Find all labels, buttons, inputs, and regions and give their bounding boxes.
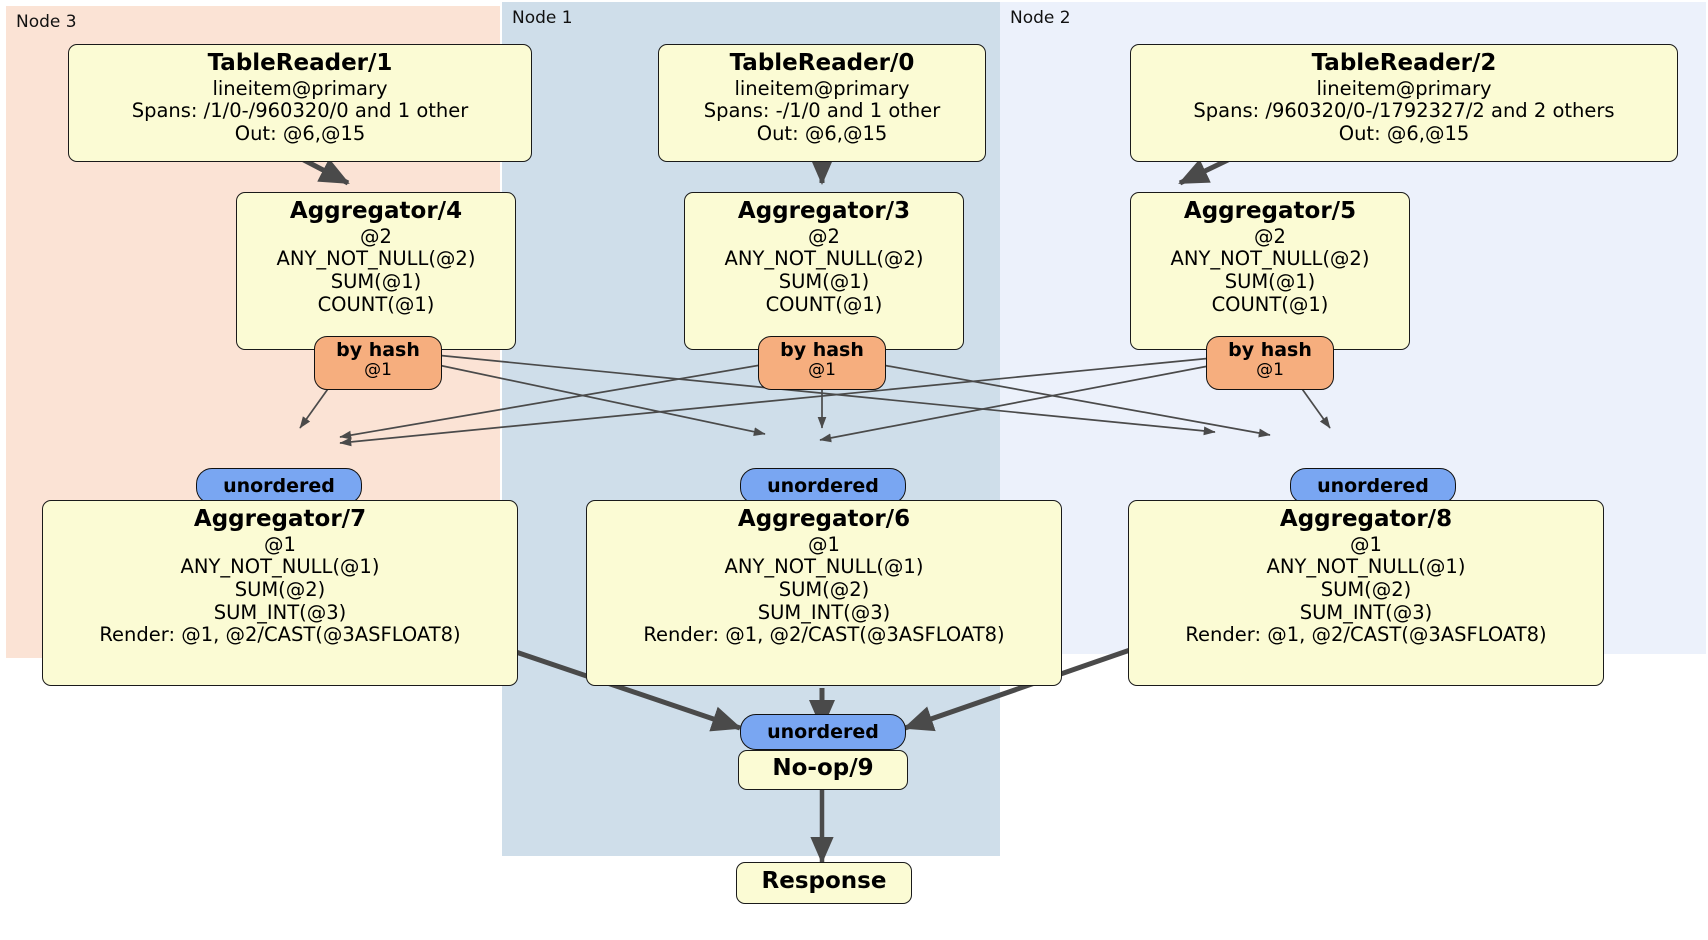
processor-title: Aggregator/8 (1279, 506, 1453, 532)
processor-detail-line: Out: @6,@15 (756, 121, 888, 145)
processor-detail-line: @1 (808, 532, 840, 556)
processor-detail-line: COUNT(@1) (765, 292, 883, 316)
processor-detail-line: SUM(@1) (330, 269, 422, 293)
processor-aggregator-5[interactable]: Aggregator/5 @2 ANY_NOT_NULL(@2) SUM(@1)… (1130, 192, 1410, 350)
processor-detail-line: @2 (1254, 224, 1286, 248)
processor-detail-line: ANY_NOT_NULL(@2) (276, 247, 476, 271)
router-by-hash-node1[interactable]: by hash @1 (758, 336, 886, 390)
synchronizer-unordered-final[interactable]: unordered (740, 714, 906, 750)
processor-aggregator-8[interactable]: Aggregator/8 @1 ANY_NOT_NULL(@1) SUM(@2)… (1128, 500, 1604, 686)
processor-detail-line: Spans: -/1/0 and 1 other (703, 99, 941, 123)
processor-detail-line: ANY_NOT_NULL(@1) (724, 555, 924, 579)
processor-detail-line: SUM(@2) (778, 577, 870, 601)
processor-aggregator-3[interactable]: Aggregator/3 @2 ANY_NOT_NULL(@2) SUM(@1)… (684, 192, 964, 350)
processor-noop-9[interactable]: No-op/9 (738, 750, 908, 790)
router-kind-label: by hash (780, 339, 864, 361)
processor-aggregator-6[interactable]: Aggregator/6 @1 ANY_NOT_NULL(@1) SUM(@2)… (586, 500, 1062, 686)
processor-detail-line: SUM(@2) (234, 577, 326, 601)
processor-detail-line: Out: @6,@15 (234, 121, 366, 145)
processor-detail-line: SUM_INT(@3) (757, 600, 891, 624)
node-region-label-node1: Node 1 (512, 8, 573, 28)
processor-title: Aggregator/5 (1183, 198, 1357, 224)
processor-detail-line: Spans: /960320/0-/1792327/2 and 2 others (1193, 99, 1615, 123)
processor-response[interactable]: Response (736, 862, 912, 904)
node-region-label-node3: Node 3 (16, 12, 77, 32)
processor-render-line: Render: @1, @2/CAST(@3ASFLOAT8) (1185, 623, 1547, 647)
processor-detail-line: COUNT(@1) (1211, 292, 1329, 316)
router-kind-label: by hash (336, 339, 420, 361)
router-column-label: @1 (1256, 360, 1284, 381)
processor-tablereader-0[interactable]: TableReader/0 lineitem@primary Spans: -/… (658, 44, 986, 162)
synchronizer-unordered-node1[interactable]: unordered (740, 468, 906, 504)
processor-title: Response (761, 868, 887, 894)
router-by-hash-node3[interactable]: by hash @1 (314, 336, 442, 390)
processor-aggregator-7[interactable]: Aggregator/7 @1 ANY_NOT_NULL(@1) SUM(@2)… (42, 500, 518, 686)
processor-detail-line: Out: @6,@15 (1338, 121, 1470, 145)
processor-detail-line: ANY_NOT_NULL(@2) (724, 247, 924, 271)
processor-detail-line: lineitem@primary (212, 76, 388, 100)
processor-title: Aggregator/3 (737, 198, 911, 224)
processor-detail-line: lineitem@primary (734, 76, 910, 100)
node-region-label-node2: Node 2 (1010, 8, 1071, 28)
processor-title: TableReader/1 (207, 50, 393, 76)
processor-title: Aggregator/6 (737, 506, 911, 532)
processor-title: TableReader/2 (1311, 50, 1497, 76)
processor-detail-line: SUM_INT(@3) (213, 600, 347, 624)
processor-detail-line: SUM(@2) (1320, 577, 1412, 601)
router-by-hash-node2[interactable]: by hash @1 (1206, 336, 1334, 390)
processor-tablereader-1[interactable]: TableReader/1 lineitem@primary Spans: /1… (68, 44, 532, 162)
processor-detail-line: ANY_NOT_NULL(@1) (180, 555, 380, 579)
processor-detail-line: ANY_NOT_NULL(@2) (1170, 247, 1370, 271)
processor-detail-line: @2 (360, 224, 392, 248)
processor-detail-line: SUM(@1) (1224, 269, 1316, 293)
processor-detail-line: SUM(@1) (778, 269, 870, 293)
processor-render-line: Render: @1, @2/CAST(@3ASFLOAT8) (643, 623, 1005, 647)
processor-detail-line: Spans: /1/0-/960320/0 and 1 other (131, 99, 469, 123)
synchronizer-unordered-node2[interactable]: unordered (1290, 468, 1456, 504)
processor-aggregator-4[interactable]: Aggregator/4 @2 ANY_NOT_NULL(@2) SUM(@1)… (236, 192, 516, 350)
router-column-label: @1 (808, 360, 836, 381)
processor-detail-line: @2 (808, 224, 840, 248)
processor-detail-line: ANY_NOT_NULL(@1) (1266, 555, 1466, 579)
processor-title: Aggregator/7 (193, 506, 367, 532)
synchronizer-unordered-node3[interactable]: unordered (196, 468, 362, 504)
processor-title: TableReader/0 (729, 50, 915, 76)
processor-title: Aggregator/4 (289, 198, 463, 224)
processor-title: No-op/9 (772, 755, 874, 781)
processor-detail-line: @1 (1350, 532, 1382, 556)
router-column-label: @1 (364, 360, 392, 381)
processor-detail-line: SUM_INT(@3) (1299, 600, 1433, 624)
processor-render-line: Render: @1, @2/CAST(@3ASFLOAT8) (99, 623, 461, 647)
processor-detail-line: COUNT(@1) (317, 292, 435, 316)
router-kind-label: by hash (1228, 339, 1312, 361)
processor-tablereader-2[interactable]: TableReader/2 lineitem@primary Spans: /9… (1130, 44, 1678, 162)
processor-detail-line: lineitem@primary (1316, 76, 1492, 100)
processor-detail-line: @1 (264, 532, 296, 556)
